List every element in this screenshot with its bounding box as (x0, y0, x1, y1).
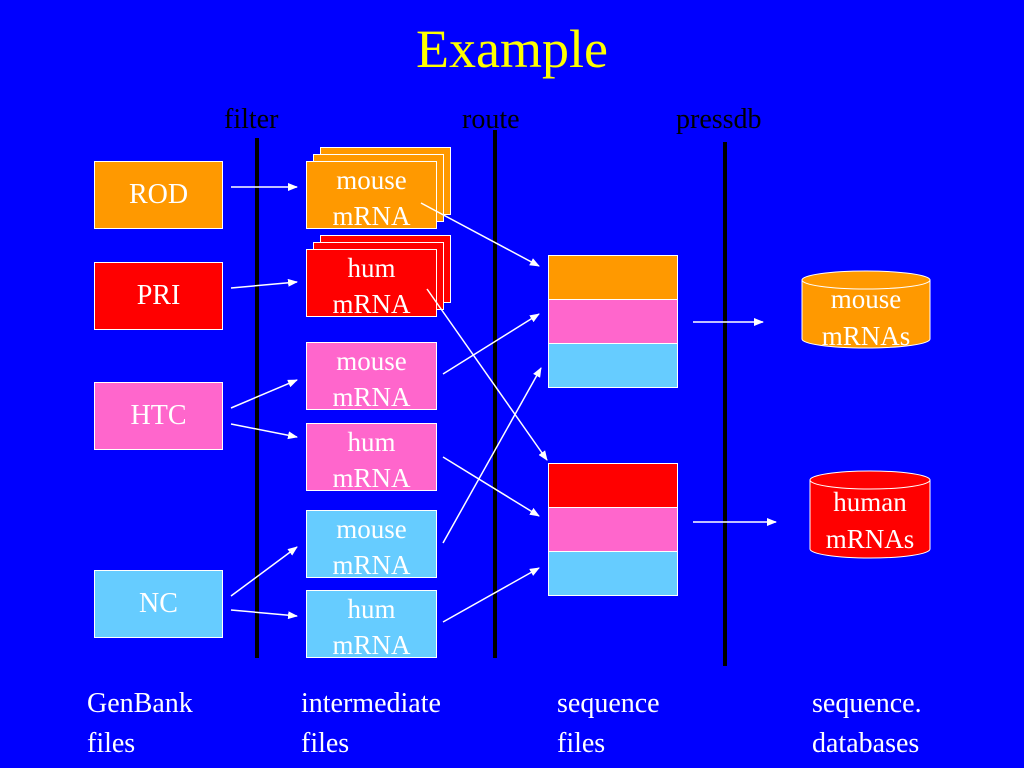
intermediate-file-line2: mRNA (332, 201, 411, 229)
arrow-mouse2-to-mousefile (442, 313, 540, 375)
intermediate-file-line1: hum (347, 427, 396, 457)
source-rod: ROD (94, 161, 223, 229)
label-intermediate-line1: intermediate (301, 688, 441, 719)
intermediate-file-line1: mouse (336, 165, 407, 195)
arrow-nc-to-mouse (230, 546, 298, 597)
intermediate-file-line2: mRNA (332, 550, 411, 578)
label-genbank-files: GenBank files (87, 684, 193, 764)
arrow-htc-to-hum (230, 423, 298, 440)
database-human-line1: human (833, 487, 907, 517)
database-human-cylinder-top (809, 470, 931, 490)
sequence-file-human (548, 463, 678, 597)
intermediate-file: hum mRNA (306, 590, 437, 658)
label-sequence-files: sequence files (557, 684, 660, 764)
database-mouse-label: mouse mRNAs (800, 281, 932, 355)
database-human-cylinder (809, 479, 931, 559)
arrow-pri-to-hum (230, 278, 298, 289)
stage-label-route: route (462, 104, 520, 135)
intermediate-file: mouse mRNA (306, 510, 437, 578)
intermediate-file-line2: mRNA (332, 382, 411, 410)
arrow-nc-to-hum (230, 609, 298, 620)
intermediate-file-line1: hum (347, 594, 396, 624)
page-title: Example (416, 19, 608, 79)
stage-label-pressdb: pressdb (676, 104, 762, 135)
sequence-file-segment (548, 551, 678, 596)
intermediate-file: mouse mRNA (306, 342, 437, 410)
database-mouse-cylinder-top (801, 270, 931, 290)
label-sequence-line1: sequence (557, 688, 660, 719)
source-nc-label: NC (139, 588, 178, 619)
arrow-mouse1-to-mousefile (420, 202, 540, 267)
label-sequence-line2: files (557, 728, 606, 759)
intermediate-file-line2: mRNA (332, 630, 411, 658)
intermediate-file: hum mRNA (306, 249, 437, 317)
source-pri-label: PRI (136, 280, 181, 311)
sequence-file-segment (548, 507, 678, 552)
database-mouse-line1: mouse (830, 284, 902, 314)
source-htc-label: HTC (130, 400, 187, 431)
arrow-hum3-to-humanfile (442, 567, 540, 623)
label-genbank-line2: files (87, 728, 136, 759)
sequence-file-segment (548, 343, 678, 388)
database-mouse-cylinder (801, 279, 931, 349)
label-databases-line1: sequence. (812, 688, 922, 719)
arrow-mouse3-to-mousefile (442, 367, 542, 544)
arrow-htc-to-mouse (230, 379, 298, 409)
stage-label-filter: filter (224, 104, 279, 135)
arrow-hum2-to-humanfile (442, 456, 540, 517)
intermediate-file: hum mRNA (306, 423, 437, 491)
label-genbank-line1: GenBank (87, 688, 193, 719)
source-pri: PRI (94, 262, 223, 330)
label-intermediate-files: intermediate files (301, 684, 441, 764)
sequence-file-mouse (548, 255, 678, 389)
database-mouse-line2: mRNAs (821, 321, 911, 351)
sequence-file-segment (548, 255, 678, 300)
database-human-label: human mRNAs (806, 484, 934, 558)
source-rod-label: ROD (128, 179, 189, 210)
label-sequence-databases: sequence. databases (812, 684, 922, 764)
label-databases-line2: databases (812, 728, 920, 759)
intermediate-file-line2: mRNA (332, 289, 411, 317)
label-intermediate-line2: files (301, 728, 350, 759)
intermediate-file-line1: mouse (336, 346, 407, 376)
database-human-line2: mRNAs (825, 524, 915, 554)
filter-divider (255, 138, 259, 658)
intermediate-file: mouse mRNA (306, 161, 437, 229)
arrow-hum1-to-humanfile (426, 288, 548, 461)
intermediate-file-line1: mouse (336, 514, 407, 544)
source-htc: HTC (94, 382, 223, 450)
intermediate-file-line1: hum (347, 253, 396, 283)
source-nc: NC (94, 570, 223, 638)
intermediate-file-line2: mRNA (332, 463, 411, 491)
route-divider (493, 130, 497, 658)
pressdb-divider (723, 142, 727, 666)
